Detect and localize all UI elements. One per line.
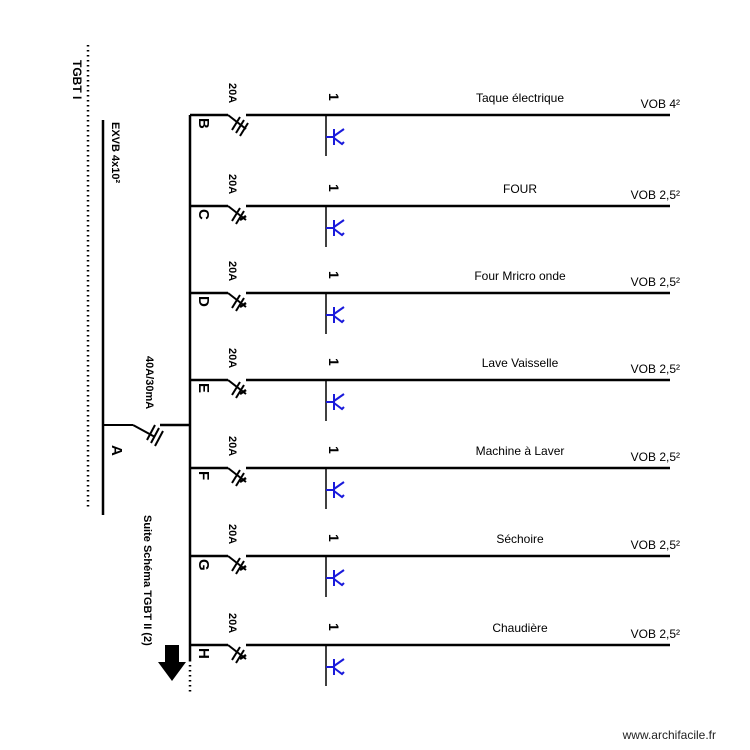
socket-icon (326, 569, 345, 587)
circuit-h-wiring (190, 643, 670, 686)
circuit-count: 1 (326, 93, 342, 101)
cable-type: VOB 4² (640, 97, 680, 111)
circuit-name: Machine à Laver (475, 444, 565, 458)
circuit-count: 1 (326, 623, 342, 631)
socket-icon (326, 658, 345, 676)
cable-type: VOB 2,5² (630, 538, 680, 552)
circuit-f-wiring (190, 466, 670, 509)
panel-title: TGBT I (70, 60, 84, 100)
watermark: www.archifacile.fr (622, 728, 716, 742)
circuit-id-g: G (195, 559, 212, 571)
breaker-rating: 20A (226, 261, 238, 282)
circuit-id-h: H (195, 648, 212, 659)
main-breaker-symbol (103, 423, 190, 447)
breaker-rating: 20A (226, 613, 238, 634)
socket-icon (326, 481, 345, 499)
circuit-b-wiring (190, 113, 670, 156)
circuit-id-f: F (195, 471, 212, 481)
main-breaker-rating: 40A/30mA (143, 356, 155, 410)
cable-type: VOB 2,5² (630, 275, 680, 289)
circuit-e-wiring (190, 378, 670, 421)
socket-icon (326, 306, 345, 324)
cable-type: VOB 2,5² (630, 450, 680, 464)
circuit-id-d: D (195, 296, 212, 307)
continuation-label: Suite Schéma TGBT II (2) (141, 515, 153, 646)
circuit-count: 1 (326, 271, 342, 279)
circuit-name: Lave Vaisselle (481, 356, 559, 370)
circuit-id-c: C (195, 209, 212, 220)
circuit-name: Four Mricro onde (474, 269, 566, 283)
breaker-rating: 20A (226, 174, 238, 195)
circuit-name: Séchoire (496, 532, 544, 546)
circuit-d-wiring (190, 291, 670, 334)
circuit-count: 1 (326, 534, 342, 542)
cable-type: VOB 2,5² (630, 362, 680, 376)
breaker-rating: 20A (226, 524, 238, 545)
main-breaker-id: A (108, 445, 125, 456)
circuit-id-b: B (195, 118, 212, 129)
socket-icon (326, 128, 345, 146)
socket-icon (326, 219, 345, 237)
circuit-count: 1 (326, 446, 342, 454)
feeder-cable-label: EXVB 4x10² (109, 122, 121, 184)
socket-icon (326, 393, 345, 411)
circuit-name: Taque électrique (475, 91, 565, 105)
breaker-rating: 20A (226, 83, 238, 104)
circuit-count: 1 (326, 358, 342, 366)
breaker-rating: 20A (226, 348, 238, 369)
continuation-arrow-icon (158, 645, 186, 681)
circuit-name: FOUR (503, 182, 537, 196)
circuit-name: Chaudière (492, 621, 548, 635)
cable-type: VOB 2,5² (630, 188, 680, 202)
circuit-g-wiring (190, 554, 670, 597)
cable-type: VOB 2,5² (630, 627, 680, 641)
circuit-count: 1 (326, 184, 342, 192)
circuit-c-wiring (190, 204, 670, 247)
circuit-id-e: E (195, 383, 212, 394)
breaker-rating: 20A (226, 436, 238, 457)
